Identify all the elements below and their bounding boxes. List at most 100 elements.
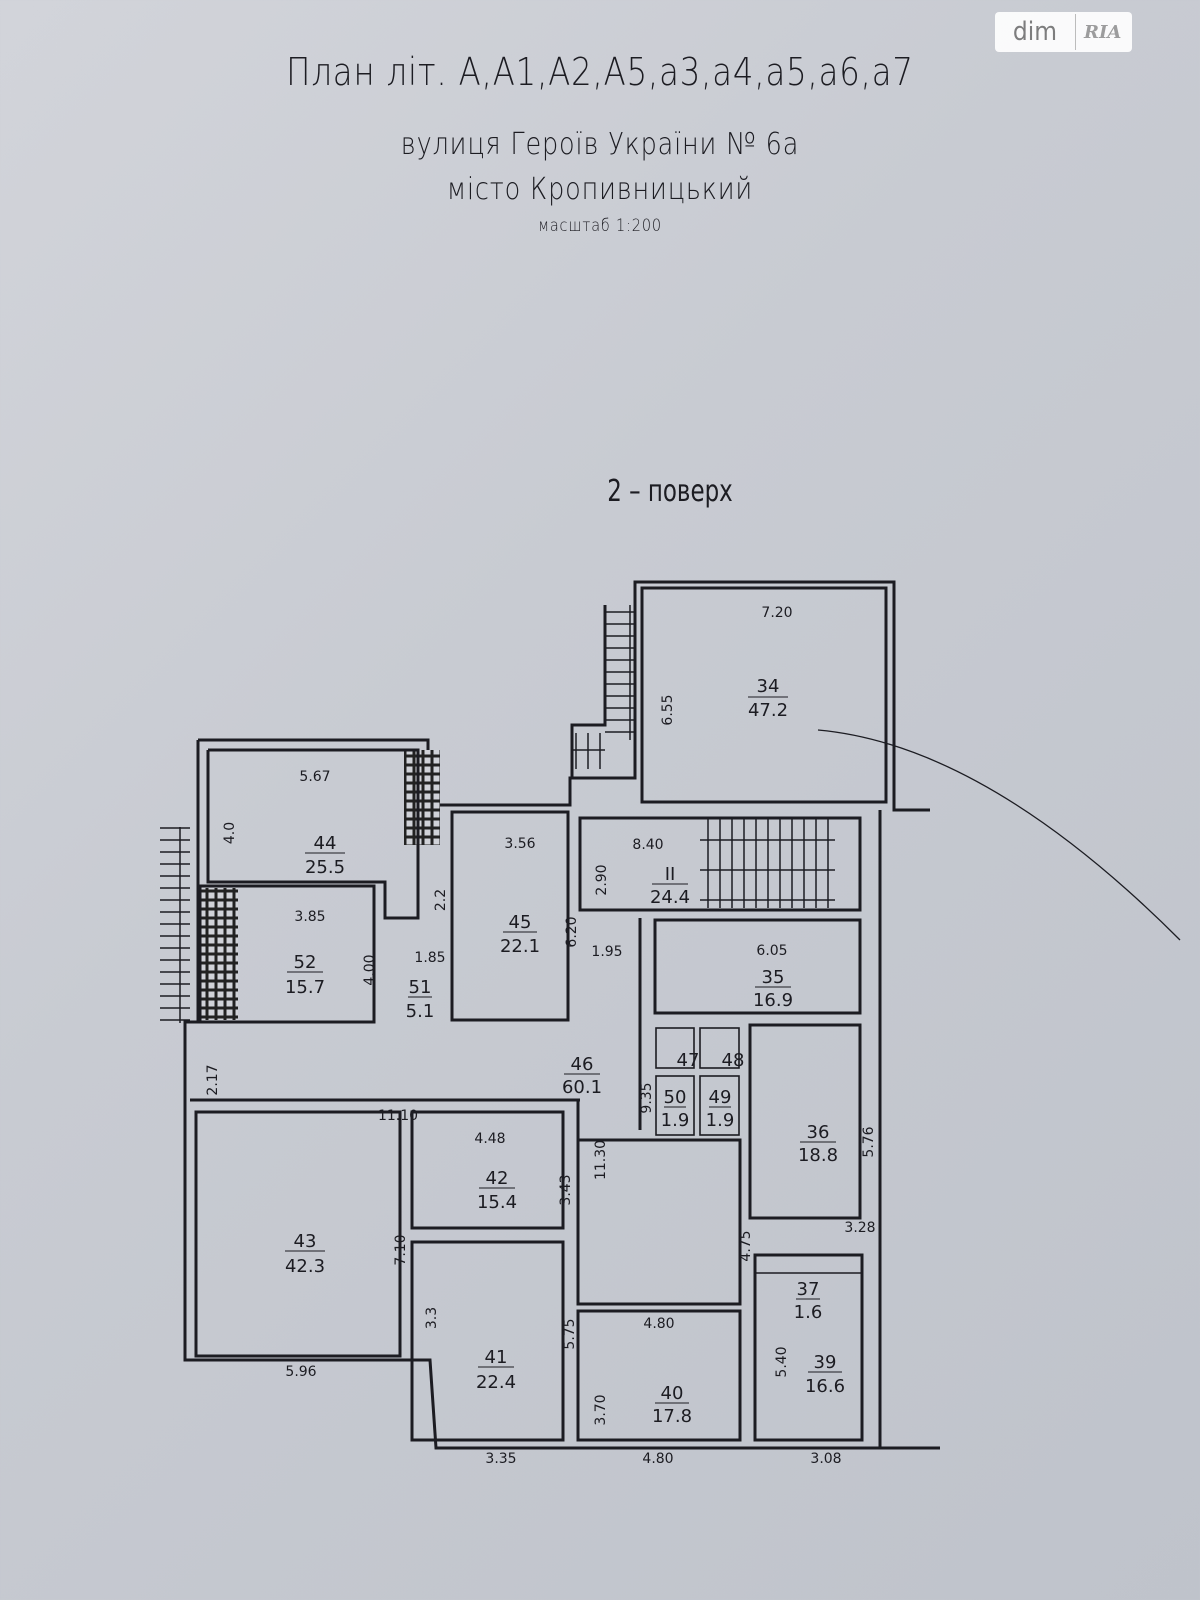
room-42: 42 15.4 (477, 1168, 517, 1213)
room-area: 1.6 (794, 1302, 823, 1323)
room-number: 46 (571, 1054, 594, 1075)
dimension: 11.10 (378, 1108, 418, 1124)
room-number: 50 (664, 1087, 687, 1108)
room-area: 24.4 (650, 887, 690, 908)
dimension: 6.05 (756, 943, 787, 959)
dimension: 4.00 (362, 954, 378, 985)
dimension: 4.80 (643, 1316, 674, 1332)
room-area: 22.1 (500, 936, 540, 957)
room-area: 5.1 (406, 1001, 435, 1022)
scale-label: масштаб 1:200 (538, 216, 662, 236)
room-47-number: 47 (677, 1050, 700, 1071)
dimension: 4.0 (222, 822, 238, 844)
room-area: 15.7 (285, 977, 325, 998)
room-number: 36 (807, 1122, 830, 1143)
logo-ria: RIA (1084, 21, 1122, 43)
room-number: 37 (797, 1279, 820, 1300)
room-area: 22.4 (476, 1372, 516, 1393)
room-number: 40 (661, 1383, 684, 1404)
staircase-exterior-lower (573, 733, 605, 769)
staircase-exterior (605, 605, 635, 740)
dimension: 4.80 (642, 1451, 673, 1467)
dimria-logo[interactable]: dim RIA (995, 12, 1132, 52)
room-51: 515.1 (406, 977, 435, 1022)
dimension: 9.35 (639, 1082, 655, 1113)
street-address: вулиця Героїв України № 6а (400, 127, 800, 162)
room-48-number: 48 (722, 1050, 745, 1071)
dimension: 7.20 (761, 605, 792, 621)
room-number: 52 (294, 952, 317, 973)
room-area: 16.9 (753, 990, 793, 1011)
room-area: 15.4 (477, 1192, 517, 1213)
room-walls (190, 586, 1181, 1442)
dimension: 5.96 (285, 1364, 316, 1380)
room-37: 371.6 (794, 1279, 823, 1323)
dimension: 3.28 (844, 1220, 875, 1236)
room-number: 49 (709, 1087, 732, 1108)
dimension: 8.40 (632, 837, 663, 853)
dimension: 3.35 (485, 1451, 516, 1467)
dimension: 3.43 (558, 1174, 574, 1205)
dimension: 5.40 (774, 1346, 790, 1377)
room-49: 491.9 (706, 1087, 735, 1131)
dimension: 11.30 (593, 1140, 609, 1180)
room-number: 41 (485, 1347, 508, 1368)
tile-area-52 (200, 888, 238, 1020)
room-number: 39 (814, 1352, 837, 1373)
room-number: 44 (314, 833, 337, 854)
room-area: 60.1 (562, 1077, 602, 1098)
dimension-labels: 7.20 6.55 5.67 4.0 2.2 3.85 4.00 1.85 3.… (205, 605, 877, 1467)
staircase-interior (700, 818, 835, 908)
dimension: 3.85 (294, 909, 325, 925)
dimension: 3.3 (424, 1307, 440, 1329)
room-52: 52 15.7 (285, 952, 325, 998)
staircase-west (160, 827, 190, 1023)
tile-area-44 (404, 750, 440, 845)
room-number: 45 (509, 912, 532, 933)
dimension: 3.70 (593, 1394, 609, 1425)
dimension: 4.48 (474, 1131, 505, 1147)
room-area: 25.5 (305, 857, 345, 878)
room-43: 43 42.3 (285, 1231, 325, 1277)
room-area: 18.8 (798, 1145, 838, 1166)
dimension: 7.10 (393, 1234, 409, 1265)
logo-dim: dim (995, 14, 1076, 50)
room-44: 44 25.5 (305, 833, 345, 878)
plan-title: План літ. А,А1,А2,А5,а3,а4,а5,а6,а7 (286, 50, 914, 94)
room-area: 17.8 (652, 1406, 692, 1427)
dimension: 2.90 (594, 864, 610, 895)
dimension: 6.55 (660, 694, 676, 725)
room-number: II (665, 864, 676, 885)
room-number: 51 (409, 977, 432, 998)
dimension: 5.67 (299, 769, 330, 785)
dimension: 1.95 (591, 944, 622, 960)
room-45: 45 22.1 (500, 912, 540, 957)
dimension: 1.85 (414, 950, 445, 966)
room-50: 501.9 (661, 1087, 690, 1131)
dimension: 2.2 (433, 889, 449, 911)
dimension: 5.75 (562, 1318, 578, 1349)
room-number: 42 (486, 1168, 509, 1189)
dimension: 2.17 (205, 1064, 221, 1095)
dimension: 4.75 (738, 1230, 754, 1261)
room-41: 41 22.4 (476, 1347, 516, 1393)
room-number: 35 (762, 967, 785, 988)
dimension: 5.76 (861, 1126, 877, 1157)
city-name: місто Кропивницький (446, 172, 754, 207)
dimension: 6.20 (564, 916, 580, 947)
dimension: 3.08 (810, 1451, 841, 1467)
room-number: 43 (294, 1231, 317, 1252)
room-area: 42.3 (285, 1256, 325, 1277)
room-number: 34 (757, 676, 780, 697)
room-area: 16.6 (805, 1376, 845, 1397)
room-area: 1.9 (661, 1110, 690, 1131)
dimension: 3.56 (504, 836, 535, 852)
